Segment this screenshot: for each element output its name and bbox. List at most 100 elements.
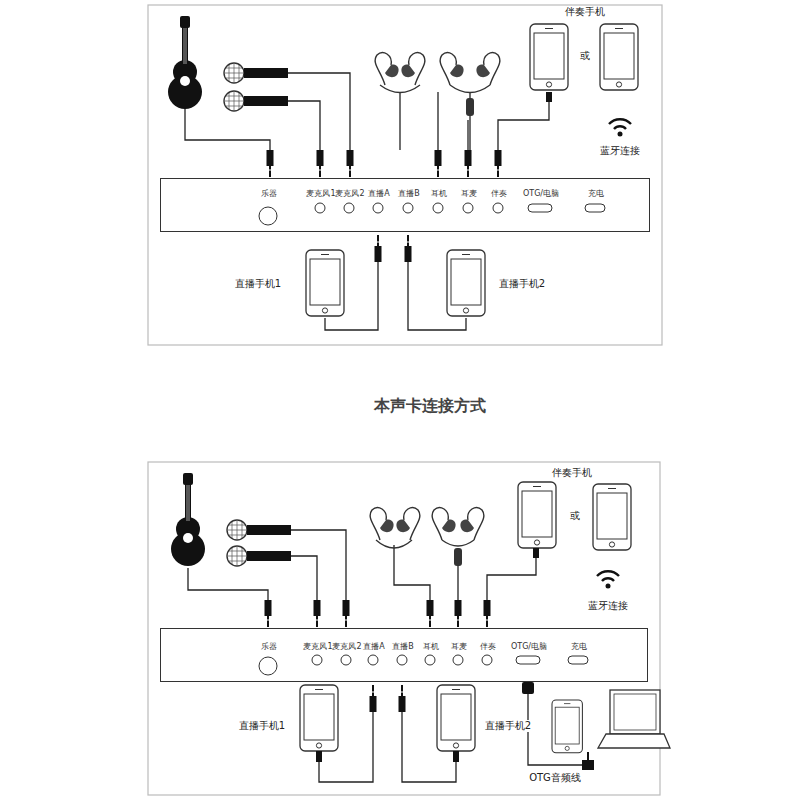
- port-label: 麦克风2: [332, 642, 361, 652]
- port-label: 麦克风2: [335, 189, 364, 199]
- drawing-part: [600, 24, 638, 90]
- drawing-part: [312, 655, 322, 665]
- sound-card-panel: 乐器麦克风1麦克风2直播A直播B耳机耳麦伴奏OTG/电脑充电: [160, 178, 650, 232]
- drawing-part: [306, 250, 344, 316]
- drawing-part: [516, 656, 540, 664]
- drawing-part: [453, 751, 459, 762]
- drawing-part: [487, 552, 536, 600]
- drawing-part: [185, 108, 270, 150]
- drawing-part: [463, 203, 473, 213]
- drawing-part: [376, 540, 412, 548]
- section-title: 本声卡连接方式: [372, 397, 488, 415]
- port-label: 直播B: [392, 642, 414, 652]
- drawing-part: [427, 600, 434, 627]
- drawing-part: [447, 250, 485, 316]
- drawing-part: [440, 53, 463, 85]
- drawing-part: [585, 204, 605, 212]
- port-label: 充电: [571, 642, 587, 652]
- drawing-part: [568, 656, 588, 664]
- drawing-part: [493, 203, 503, 213]
- drawing-part: [368, 655, 378, 665]
- drawing-part: [582, 760, 594, 770]
- drawing-part: [265, 600, 272, 627]
- device-label: 直播手机1: [233, 278, 283, 290]
- drawing-part: [546, 92, 552, 102]
- panel-one-jacks: [259, 203, 605, 225]
- drawing-part: [399, 685, 406, 712]
- drawing-part: [224, 91, 288, 111]
- drawing-part: [482, 655, 492, 665]
- device-label: 直播手机2: [483, 720, 533, 732]
- drawing-part: [433, 203, 443, 213]
- drawing-part: [288, 73, 350, 150]
- drawing-part: [466, 98, 474, 116]
- drawing-part: [267, 150, 274, 177]
- drawing-part: [347, 150, 354, 177]
- panel-one-devices: [168, 16, 638, 316]
- drawing-part: [394, 545, 430, 600]
- drawing-part: [375, 235, 382, 262]
- drawing-part: [344, 203, 354, 213]
- drawing-part: [341, 655, 351, 665]
- drawing-part: [528, 682, 582, 765]
- drawing-part: [317, 150, 324, 177]
- drawing-part: [148, 462, 660, 795]
- panel-one-wires: [185, 73, 549, 330]
- device-label: 伴奏手机: [550, 467, 594, 479]
- drawing-part: [518, 482, 556, 548]
- drawing-part: [227, 520, 291, 540]
- drawing-part: [528, 204, 552, 212]
- drawing-part: [552, 700, 582, 753]
- drawing-part: [380, 85, 420, 93]
- drawing-part: [315, 203, 325, 213]
- drawing-part: [455, 600, 462, 627]
- drawing-part: [396, 508, 419, 540]
- port-label: 麦克风1: [306, 189, 335, 199]
- drawing-part: [373, 203, 383, 213]
- drawing-part: [460, 508, 483, 540]
- drawing-part: [453, 655, 463, 665]
- port-label: 充电: [588, 189, 604, 199]
- drawing-part: [259, 657, 277, 675]
- drawing-part: [533, 548, 539, 558]
- drawing-part: [300, 685, 338, 751]
- drawing-part: [227, 546, 291, 566]
- drawing-part: [370, 685, 377, 712]
- drawing-part: [593, 484, 631, 550]
- drawing-part: [609, 119, 631, 136]
- device-label: 直播手机1: [237, 720, 287, 732]
- panel-two-devices: [171, 473, 670, 770]
- drawing-part: [343, 600, 350, 627]
- sound-card-panel: 乐器麦克风1麦克风2直播A直播B耳机耳麦伴奏OTG/电脑充电: [160, 628, 648, 682]
- drawing-part: [454, 548, 462, 566]
- drawing-part: [405, 235, 412, 262]
- drawing-part: [401, 53, 424, 85]
- drawing-part: [168, 16, 202, 109]
- drawing-part: [437, 92, 438, 150]
- drawing-part: [188, 568, 268, 600]
- drawing-part: [530, 24, 568, 90]
- drawing-part: [425, 655, 435, 665]
- panel-two-jacks: [259, 655, 588, 675]
- drawing-part: [291, 556, 317, 600]
- device-label: 或: [578, 50, 592, 62]
- device-label: OTG音频线: [527, 772, 583, 784]
- drawing-part: [437, 685, 475, 751]
- drawing-part: [552, 700, 582, 753]
- drawing-part: [375, 53, 398, 85]
- drawing-part: [498, 96, 549, 150]
- drawing-part: [610, 690, 660, 734]
- drawing-part: [291, 530, 346, 600]
- drawing-part: [397, 655, 407, 665]
- panel-two-wires: [188, 530, 582, 782]
- drawing-part: [148, 5, 662, 345]
- port-label: OTG/电脑: [523, 189, 559, 199]
- drawing-part: [450, 85, 490, 93]
- port-label: 耳麦: [461, 189, 477, 199]
- drawing-part: [224, 63, 288, 83]
- drawing-part: [399, 92, 400, 150]
- drawing-part: [370, 508, 393, 540]
- port-label: 乐器: [261, 642, 277, 652]
- drawing-part: [314, 600, 321, 627]
- device-label: 或: [568, 510, 582, 522]
